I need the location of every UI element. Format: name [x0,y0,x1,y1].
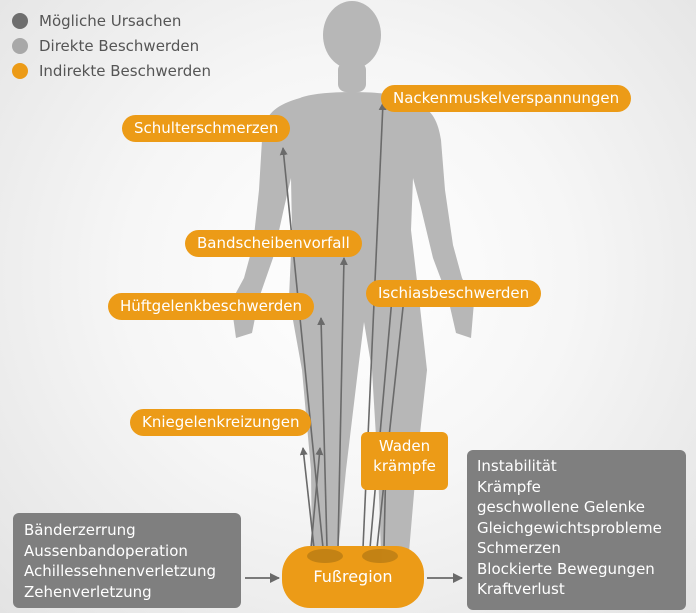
complaint-item: Gleichgewichtsprobleme [477,518,686,539]
label-hueftgelenkbeschwerden: Hüftgelenkbeschwerden [108,293,314,320]
cause-item: Bänderzerrung [24,520,241,541]
complaint-item: Instabilität [477,456,686,477]
label-kniegelenkreizungen: Kniegelenkreizungen [130,409,311,436]
label-nackenmuskelverspannungen: Nackenmuskelverspannungen [381,85,631,112]
cause-item: Zehenverletzung [24,582,241,603]
legend-item-indirekte: Indirekte Beschwerden [12,58,211,83]
legend-dot-indirekte [12,63,28,79]
legend-dot-moegliche [12,13,28,29]
label-fussregion: Fußregion [282,567,424,586]
label-bandscheibenvorfall: Bandscheibenvorfall [185,230,362,257]
legend-label: Indirekte Beschwerden [39,62,211,80]
wadenkraempfe-line-1: Waden [361,436,448,456]
complaints-box: Instabilität Krämpfe geschwollene Gelenk… [467,450,686,610]
wadenkraempfe-line-2: krämpfe [361,456,448,476]
legend-label: Mögliche Ursachen [39,12,181,30]
cause-item: Aussenbandoperation [24,541,241,562]
legend-label: Direkte Beschwerden [39,37,199,55]
label-ischiasbeschwerden: Ischiasbeschwerden [366,280,541,307]
legend: Mögliche Ursachen Direkte Beschwerden In… [12,8,211,83]
label-wadenkraempfe: Waden krämpfe [361,432,448,490]
legend-item-direkte: Direkte Beschwerden [12,33,211,58]
cause-item: Achillessehnenverletzung [24,561,241,582]
complaint-item: Krämpfe [477,477,686,498]
complaint-item: Blockierte Bewegungen [477,559,686,580]
legend-dot-direkte [12,38,28,54]
complaint-item: Kraftverlust [477,579,686,600]
label-schulterschmerzen: Schulterschmerzen [122,115,290,142]
complaint-item: geschwollene Gelenke [477,497,686,518]
legend-item-moegliche: Mögliche Ursachen [12,8,211,33]
complaint-item: Schmerzen [477,538,686,559]
causes-box: Bänderzerrung Aussenbandoperation Achill… [13,513,241,608]
